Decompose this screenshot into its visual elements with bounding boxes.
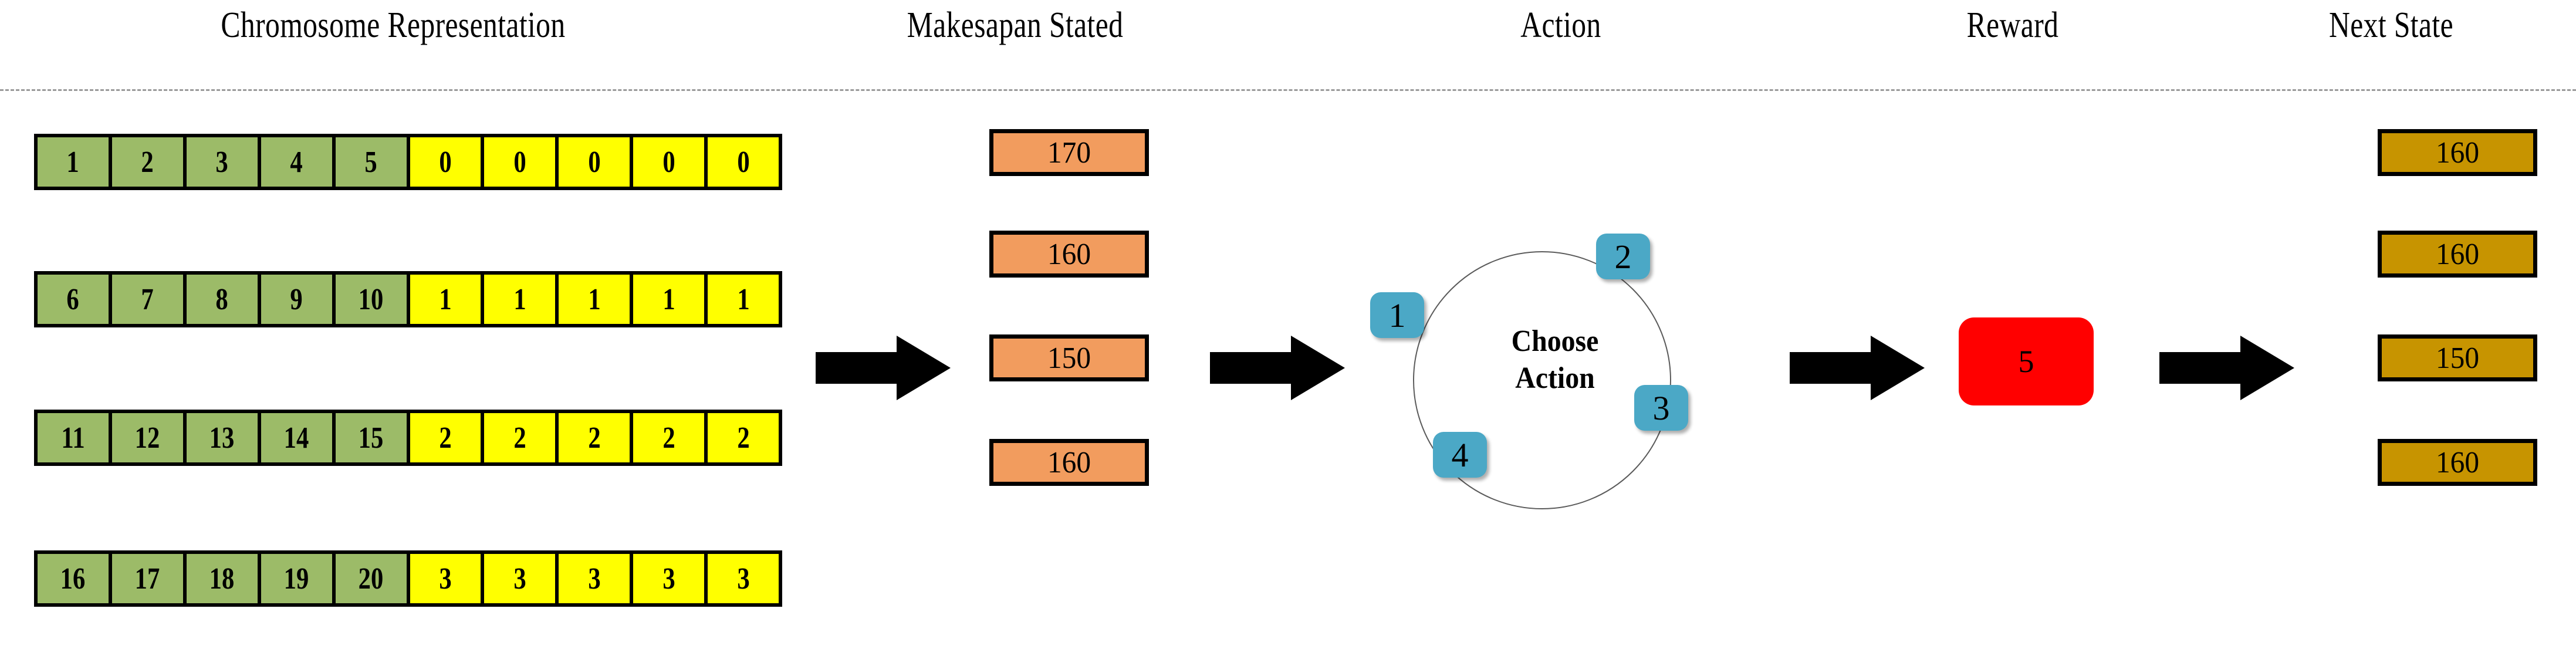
- chromosome-row: 11 12 13 14 15 2 2 2 2 2: [34, 410, 782, 466]
- action-node-4[interactable]: 4: [1433, 432, 1487, 478]
- chromosome-row: 1 2 3 4 5 0 0 0 0 0: [34, 134, 782, 190]
- right-block-arrow-icon: [2159, 336, 2294, 400]
- gene-cell-machine: 1: [708, 275, 779, 324]
- makespan-value-box: 160: [989, 231, 1149, 278]
- gene-cell-job: 20: [335, 554, 410, 603]
- right-block-arrow-icon: [1790, 336, 1925, 400]
- gene-cell-machine: 0: [633, 137, 708, 187]
- gene-cell-job: 8: [186, 275, 261, 324]
- right-block-arrow-icon: [816, 336, 951, 400]
- next-state-value-box: 160: [2378, 231, 2537, 278]
- action-node-2[interactable]: 2: [1596, 234, 1650, 279]
- gene-cell-machine: 1: [410, 275, 485, 324]
- gene-cell-job: 11: [38, 413, 112, 462]
- action-node-1[interactable]: 1: [1370, 292, 1424, 338]
- column-header-next-state: Next State: [2329, 5, 2453, 45]
- gene-cell-machine: 2: [559, 413, 634, 462]
- gene-cell-job: 7: [111, 275, 187, 324]
- makespan-value-box: 170: [989, 129, 1149, 176]
- gene-cell-machine: 3: [559, 554, 634, 603]
- next-state-value-box: 150: [2378, 334, 2537, 381]
- gene-cell-machine: 3: [410, 554, 485, 603]
- gene-cell-job: 16: [38, 554, 112, 603]
- gene-cell-job: 13: [186, 413, 261, 462]
- action-selection-cluster: 1 2 3 4 Choose Action: [1367, 217, 1743, 511]
- makespan-value-box: 150: [989, 334, 1149, 381]
- gene-cell-job: 14: [261, 413, 336, 462]
- gene-cell-job: 17: [111, 554, 187, 603]
- gene-cell-job: 9: [261, 275, 336, 324]
- column-header-makespan-stated: Makesapan Stated: [907, 5, 1124, 45]
- choose-action-line-2: Action: [1515, 361, 1595, 396]
- gene-cell-job: 12: [111, 413, 187, 462]
- gene-cell-job: 10: [335, 275, 410, 324]
- gene-cell-job: 18: [186, 554, 261, 603]
- gene-cell-job: 4: [261, 137, 336, 187]
- action-node-3[interactable]: 3: [1634, 385, 1688, 431]
- chromosome-row: 6 7 8 9 10 1 1 1 1 1: [34, 271, 782, 327]
- gene-cell-machine: 3: [484, 554, 559, 603]
- gene-cell-machine: 1: [484, 275, 559, 324]
- gene-cell-machine: 2: [633, 413, 708, 462]
- makespan-value-box: 160: [989, 439, 1149, 486]
- gene-cell-machine: 0: [559, 137, 634, 187]
- gene-cell-job: 6: [38, 275, 112, 324]
- gene-cell-machine: 2: [410, 413, 485, 462]
- gene-cell-machine: 1: [633, 275, 708, 324]
- choose-action-label: Choose Action: [1467, 323, 1643, 397]
- column-header-chromosome-representation: Chromosome Representation: [221, 5, 566, 45]
- next-state-value-box: 160: [2378, 439, 2537, 486]
- reward-value-box: 5: [1959, 317, 2094, 405]
- gene-cell-machine: 3: [633, 554, 708, 603]
- right-block-arrow-icon: [1210, 336, 1345, 400]
- gene-cell-machine: 1: [559, 275, 634, 324]
- gene-cell-machine: 0: [484, 137, 559, 187]
- action-ring-circle: [1413, 251, 1671, 509]
- header-divider-dashed-line: [0, 89, 2576, 91]
- column-header-action: Action: [1520, 5, 1601, 45]
- chromosome-row: 16 17 18 19 20 3 3 3 3 3: [34, 550, 782, 607]
- gene-cell-machine: 0: [708, 137, 779, 187]
- next-state-value-box: 160: [2378, 129, 2537, 176]
- gene-cell-job: 2: [111, 137, 187, 187]
- gene-cell-job: 19: [261, 554, 336, 603]
- gene-cell-job: 3: [186, 137, 261, 187]
- gene-cell-machine: 0: [410, 137, 485, 187]
- choose-action-line-1: Choose: [1511, 324, 1599, 358]
- gene-cell-machine: 3: [708, 554, 779, 603]
- gene-cell-job: 1: [38, 137, 112, 187]
- gene-cell-machine: 2: [708, 413, 779, 462]
- gene-cell-job: 5: [335, 137, 410, 187]
- gene-cell-job: 15: [335, 413, 410, 462]
- column-header-reward: Reward: [1966, 5, 2059, 45]
- gene-cell-machine: 2: [484, 413, 559, 462]
